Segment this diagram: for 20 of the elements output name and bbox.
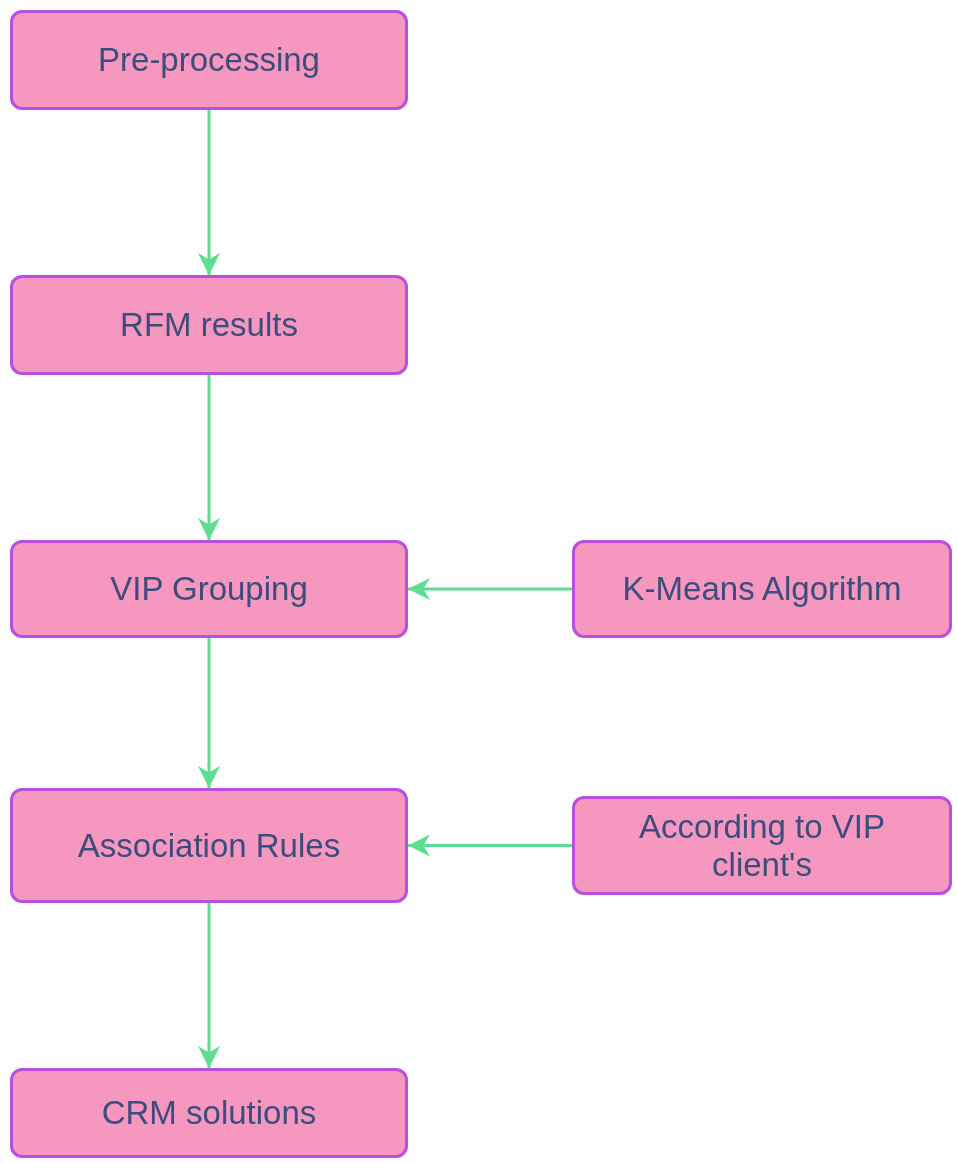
box-label: Pre-processing — [98, 41, 320, 79]
arrow — [198, 110, 220, 275]
arrow — [198, 638, 220, 788]
arrow — [198, 375, 220, 540]
arrow — [198, 903, 220, 1068]
box-label: According to VIP client's — [638, 807, 886, 884]
box-label: RFM results — [120, 306, 298, 344]
process-box — [10, 10, 408, 110]
process-box — [10, 275, 408, 375]
box-label: Association Rules — [77, 826, 341, 865]
process-box — [10, 540, 408, 638]
box-label: CRM solutions — [101, 1094, 317, 1132]
box-label: K-Means Algorithm — [622, 570, 902, 608]
process-box — [572, 796, 952, 895]
process-box — [10, 1068, 408, 1158]
process-box — [572, 540, 952, 638]
arrow — [408, 578, 572, 600]
arrow — [408, 834, 572, 857]
process-box — [10, 788, 408, 903]
box-label: VIP Grouping — [110, 570, 308, 608]
